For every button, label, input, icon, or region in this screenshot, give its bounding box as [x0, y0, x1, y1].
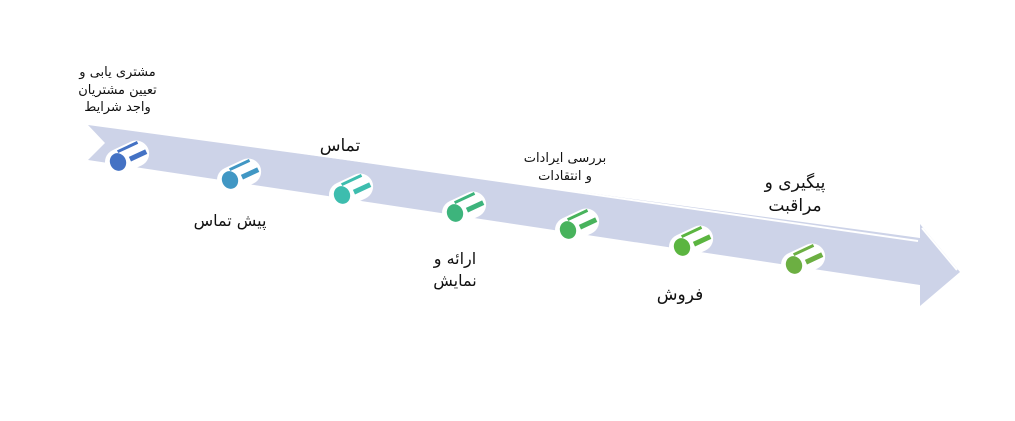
stage-4-line-2: نمایش [433, 270, 477, 290]
stage-marker-2-icon [217, 158, 262, 193]
stage-label-4: ارائه و نمایش [410, 248, 500, 291]
stage-marker-3-icon [329, 173, 374, 208]
stage-label-3: تماس [300, 135, 380, 158]
stage-6-line-1: فروش [656, 285, 704, 305]
stage-marker-7-icon [781, 243, 826, 278]
stage-1-line-2: تعیین مشتریان [78, 82, 157, 98]
stage-4-line-1: ارائه و [433, 249, 477, 268]
stage-marker-1-icon [105, 140, 150, 175]
stage-label-6: فروش [640, 284, 720, 307]
arrow-head-highlight [921, 227, 958, 271]
stage-1-line-3: واجد شرایط [84, 100, 151, 116]
stage-7-line-1: پیگیری و [764, 173, 826, 193]
stage-label-7: پیگیری و مراقبت [740, 172, 850, 218]
timeline-arrow [88, 125, 960, 306]
stage-label-2: پیش تماس [180, 210, 280, 232]
stage-1-line-1: مشتری یابی و [79, 65, 156, 80]
stage-marker-4-icon [442, 191, 487, 226]
stage-3-line-1: تماس [319, 136, 361, 156]
stage-label-5: بررسی ایرادات و انتقادات [510, 150, 620, 185]
arrow-highlight-line [149, 130, 919, 242]
stage-7-line-2: مراقبت [768, 195, 822, 216]
stage-5-line-2: و انتقادات [538, 168, 592, 184]
stage-marker-6-icon [669, 225, 714, 260]
stage-marker-5-icon [555, 208, 600, 243]
stage-label-1: مشتری یابی و تعیین مشتریان واجد شرایط [60, 64, 175, 117]
stage-2-line-1: پیش تماس [193, 211, 267, 230]
stage-5-line-1: بررسی ایرادات [523, 151, 607, 166]
